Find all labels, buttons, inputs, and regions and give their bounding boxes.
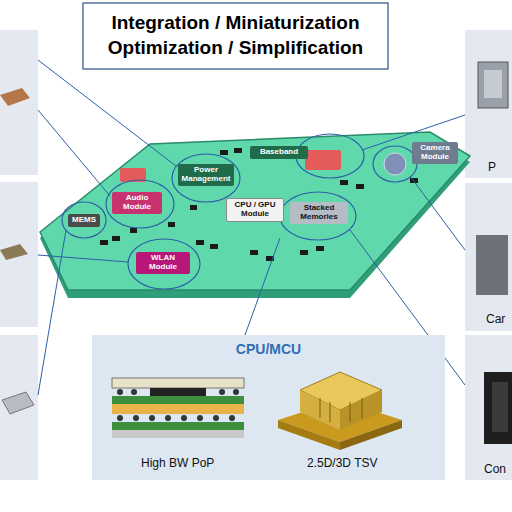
- module-box: CPU / GPU Module: [226, 198, 284, 222]
- tsv-picture: [278, 372, 402, 450]
- module-box: WLAN Module: [136, 252, 190, 274]
- side-panel: [465, 183, 512, 331]
- panel-label: Con: [484, 462, 506, 476]
- side-panel: [0, 335, 38, 480]
- panel-label: Car: [486, 312, 505, 326]
- module-label: Baseband: [252, 148, 306, 157]
- pcb-board: [40, 132, 470, 290]
- module-label: Camera Module: [414, 144, 456, 162]
- side-panel: [465, 335, 512, 480]
- image-caption: High BW PoP: [141, 456, 214, 470]
- chip-picture: [478, 62, 508, 108]
- module-box: Camera Module: [412, 142, 458, 164]
- camera-lens: [384, 153, 406, 175]
- title-box: [83, 3, 388, 69]
- chip-picture: [2, 392, 34, 414]
- module-label: Audio Module: [114, 194, 160, 212]
- module-label: Power Management: [180, 166, 232, 184]
- module-label: CPU / GPU Module: [229, 201, 281, 219]
- module-label: WLAN Module: [138, 254, 188, 272]
- chip-picture: [484, 372, 512, 444]
- module-box: Audio Module: [112, 192, 162, 214]
- panel-label: P: [488, 160, 496, 174]
- panel-heading: CPU/MCU: [92, 335, 445, 357]
- module-label: MEMS: [70, 216, 98, 225]
- side-panel: [0, 30, 38, 175]
- module-box: Power Management: [178, 164, 234, 186]
- chip-picture: [0, 244, 28, 260]
- chip-picture: [0, 88, 30, 106]
- pop-picture: [112, 378, 244, 438]
- module-box: Stacked Memories: [290, 202, 348, 224]
- title-text: Integration / Miniaturization Optimizati…: [90, 11, 381, 60]
- module-box: MEMS: [68, 214, 100, 227]
- chip-picture: [492, 382, 508, 432]
- side-panel: [465, 30, 512, 178]
- group-circle: [62, 134, 417, 289]
- chip-picture: [484, 70, 502, 98]
- image-caption: 2.5D/3D TSV: [307, 456, 377, 470]
- chip-picture: [476, 235, 508, 295]
- panel-ground: [92, 335, 445, 480]
- small-components: [100, 148, 418, 261]
- module-label: Stacked Memories: [292, 204, 346, 222]
- module-box: Baseband: [250, 146, 308, 159]
- side-panel: [0, 182, 38, 327]
